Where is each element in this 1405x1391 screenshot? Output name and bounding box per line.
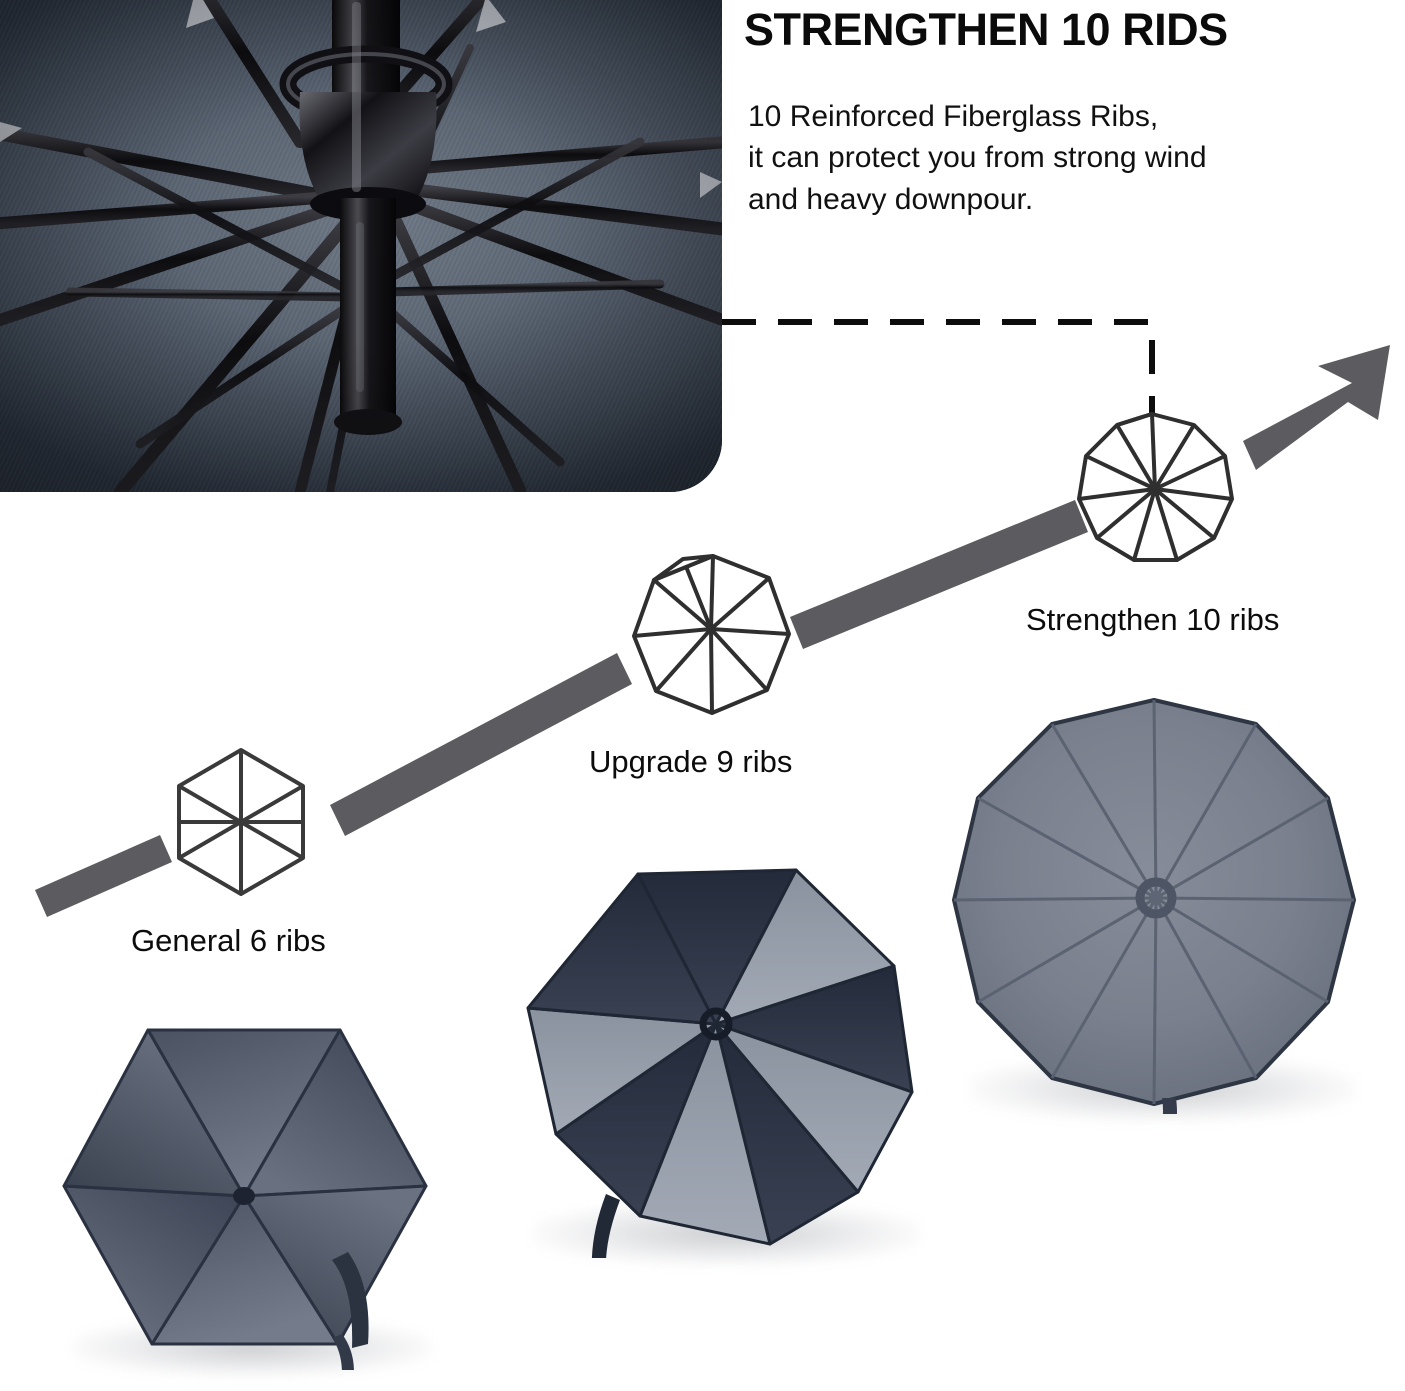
umbrella-6-panel-photo: [48, 1000, 440, 1378]
stage-label-upgrade-9-ribs: Upgrade 9 ribs: [589, 744, 793, 779]
hexagon-6-rib-icon: [177, 748, 305, 896]
page-title: STRENGTHEN 10 RIDS: [744, 4, 1228, 55]
umbrella-10-panel-photo: [944, 694, 1364, 1123]
umbrella-10-panel-canopy: [952, 698, 1356, 1114]
nonagon-9-rib-icon: [632, 554, 791, 715]
umbrella-6-panel-canopy: [62, 1028, 428, 1370]
dashed-connector-line: [722, 319, 1155, 424]
page-description: 10 Reinforced Fiberglass Ribs, it can pr…: [748, 96, 1388, 220]
photo-vignette: [0, 0, 722, 492]
decagon-10-rib-icon: [1077, 412, 1234, 562]
umbrella-9-panel-photo: [508, 848, 928, 1267]
umbrella-ribs-illustration: [0, 0, 722, 492]
stage-label-general-6-ribs: General 6 ribs: [131, 923, 326, 958]
description-line-2: it can protect you from strong wind: [748, 141, 1207, 175]
umbrella-9-panel-canopy: [526, 868, 914, 1258]
umbrella-interior-photo: [0, 0, 722, 492]
description-line-3: and heavy downpour.: [748, 182, 1034, 216]
description-line-1: 10 Reinforced Fiberglass Ribs,: [748, 100, 1159, 133]
stage-label-strengthen-10-ribs: Strengthen 10 ribs: [1026, 602, 1280, 637]
